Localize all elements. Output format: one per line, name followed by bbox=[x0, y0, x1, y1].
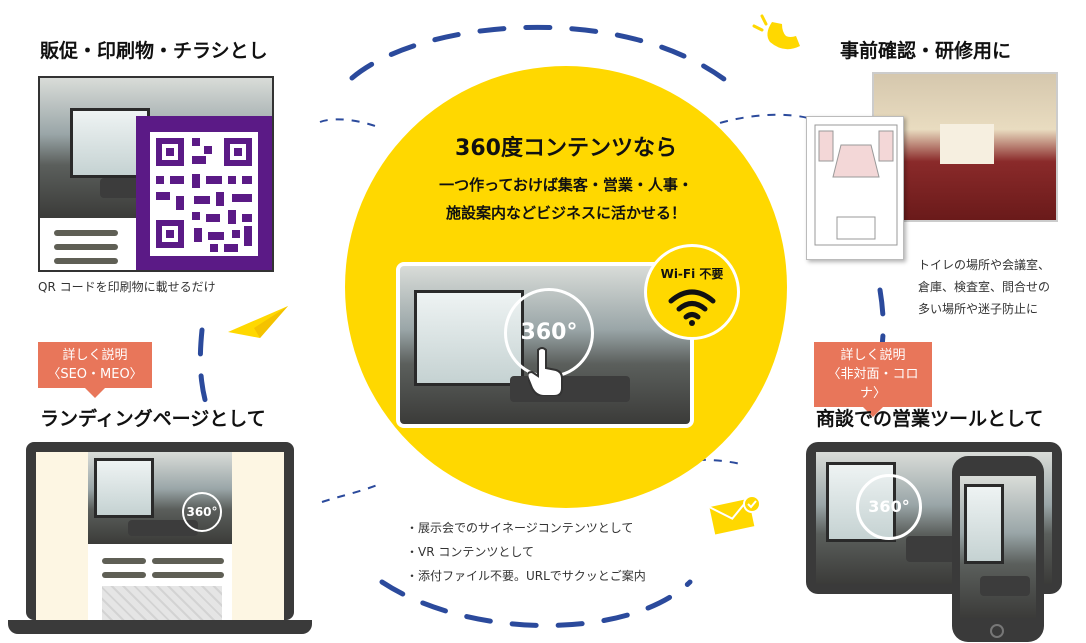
hand-pointer-icon bbox=[528, 347, 563, 396]
phone-icon bbox=[752, 14, 800, 50]
phone-room-photo bbox=[960, 476, 1036, 618]
tablet-360-badge: 360° bbox=[856, 474, 922, 540]
print-section-title: 販促・印刷物・チラシとし bbox=[40, 40, 268, 62]
sales-tool-title: 商談での営業ツールとして bbox=[816, 408, 1044, 430]
seo-detail-tag[interactable]: 詳しく説明 〈SEO・MEO〉 bbox=[38, 342, 152, 398]
contactless-tag-line-1: 詳しく説明 bbox=[840, 348, 906, 363]
landing-room-photo bbox=[88, 452, 232, 544]
print-section-note: QR コードを印刷物に載せるだけ bbox=[38, 280, 216, 294]
training-section-note: トイレの場所や会議室、 倉庫、検査室、問合せの 多い場所や迷子防止に bbox=[918, 254, 1050, 320]
bullet-item: ・VR コンテンツとして bbox=[406, 545, 535, 559]
wifi-icon bbox=[668, 289, 716, 326]
bullet-item: ・添付ファイル不要。URLでサクッとご案内 bbox=[406, 569, 646, 583]
landing-360-badge: 360° bbox=[182, 492, 222, 532]
map-thumbnail bbox=[102, 586, 222, 620]
wifi-label: Wi-Fi 不要 bbox=[660, 267, 724, 281]
contactless-tag-line-2: 〈非対面・コロナ〉 bbox=[827, 367, 919, 401]
bullet-item: ・展示会でのサイネージコンテンツとして bbox=[406, 521, 634, 535]
center-title: 360度コンテンツなら bbox=[455, 136, 677, 161]
landing-page-title: ランディングページとして bbox=[40, 408, 266, 430]
center-subtitle-line-1: 一つ作っておけば集客・営業・人事・ bbox=[439, 176, 693, 194]
contactless-detail-tag[interactable]: 詳しく説明 〈非対面・コロナ〉 bbox=[814, 342, 932, 417]
training-section-title: 事前確認・研修用に bbox=[840, 40, 1012, 62]
training-note-line: 多い場所や迷子防止に bbox=[918, 302, 1039, 316]
laptop-screen: 360° bbox=[26, 442, 294, 620]
paper-plane-icon bbox=[228, 306, 288, 338]
flyer-illustration bbox=[38, 76, 274, 272]
phone-home-button[interactable] bbox=[990, 624, 1004, 638]
seo-tag-line-1: 詳しく説明 bbox=[62, 348, 128, 363]
smartphone-illustration bbox=[952, 456, 1044, 642]
seo-tag-line-2: 〈SEO・MEO〉 bbox=[47, 367, 143, 382]
wifi-badge: Wi-Fi 不要 bbox=[644, 244, 740, 340]
laptop-illustration: 360° bbox=[8, 442, 312, 643]
floor-plan bbox=[806, 116, 904, 260]
center-subtitle-line-2: 施設案内などビジネスに活かせる！ bbox=[445, 204, 686, 222]
mail-icon bbox=[708, 495, 761, 535]
bullet-list: ・展示会でのサイネージコンテンツとして ・VR コンテンツとして ・添付ファイル… bbox=[406, 516, 646, 588]
qr-code bbox=[136, 116, 272, 270]
training-note-line: トイレの場所や会議室、 bbox=[918, 258, 1051, 272]
laptop-base bbox=[8, 620, 312, 634]
training-note-line: 倉庫、検査室、問合せの bbox=[918, 280, 1051, 294]
